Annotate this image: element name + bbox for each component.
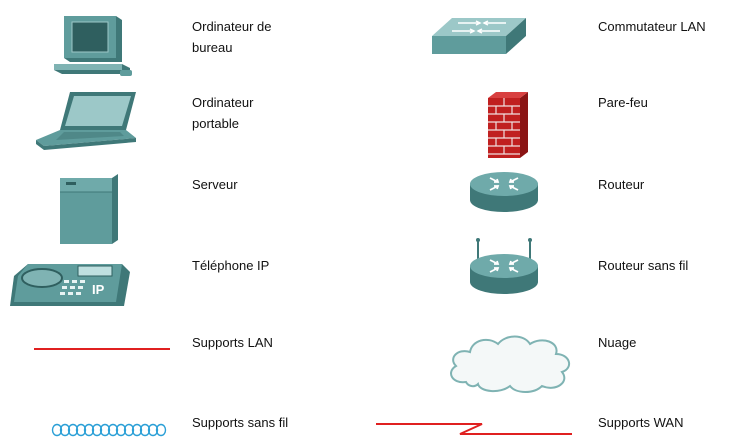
label-wan-media: Supports WAN — [598, 415, 684, 430]
desktop-computer-icon — [50, 12, 140, 78]
wan-media-line-icon — [376, 416, 572, 436]
label-laptop: Ordinateur portable — [192, 95, 254, 131]
wireless-media-icon — [51, 422, 170, 438]
label-lan-switch: Commutateur LAN — [598, 19, 706, 34]
label-router: Routeur — [598, 177, 645, 192]
wireless-ring — [131, 423, 143, 437]
firewall-icon — [484, 90, 530, 158]
wireless-ring — [59, 423, 71, 437]
ip-phone-badge-text: IP — [92, 282, 105, 297]
wireless-ring — [155, 423, 167, 437]
label-ip-phone: Téléphone IP — [192, 258, 270, 273]
label-lan-media: Supports LAN — [192, 335, 273, 350]
wireless-ring — [147, 423, 159, 437]
label-desktop: Ordinateur de bureau — [192, 19, 272, 55]
wireless-ring — [99, 423, 111, 437]
wireless-ring — [107, 423, 119, 437]
wireless-ring — [139, 423, 151, 437]
wireless-ring — [51, 423, 63, 437]
label-wireless-media: Supports sans fil — [192, 415, 289, 430]
ip-phone-icon: IP — [8, 262, 132, 310]
wireless-ring — [83, 423, 95, 437]
laptop-computer-icon — [36, 90, 146, 150]
label-server: Serveur — [192, 177, 238, 192]
wireless-ring — [91, 423, 103, 437]
wireless-ring — [75, 423, 87, 437]
label-wireless-router: Routeur sans fil — [598, 258, 689, 273]
router-icon — [468, 170, 540, 216]
label-firewall: Pare-feu — [598, 95, 648, 110]
label-cloud: Nuage — [598, 335, 637, 350]
cloud-icon — [444, 330, 576, 396]
wireless-ring — [67, 423, 79, 437]
wireless-router-icon — [468, 236, 540, 298]
lan-switch-icon — [428, 14, 528, 58]
lan-media-line-icon — [34, 346, 170, 352]
wireless-ring — [123, 423, 135, 437]
server-icon — [56, 172, 126, 248]
wireless-ring — [115, 423, 127, 437]
